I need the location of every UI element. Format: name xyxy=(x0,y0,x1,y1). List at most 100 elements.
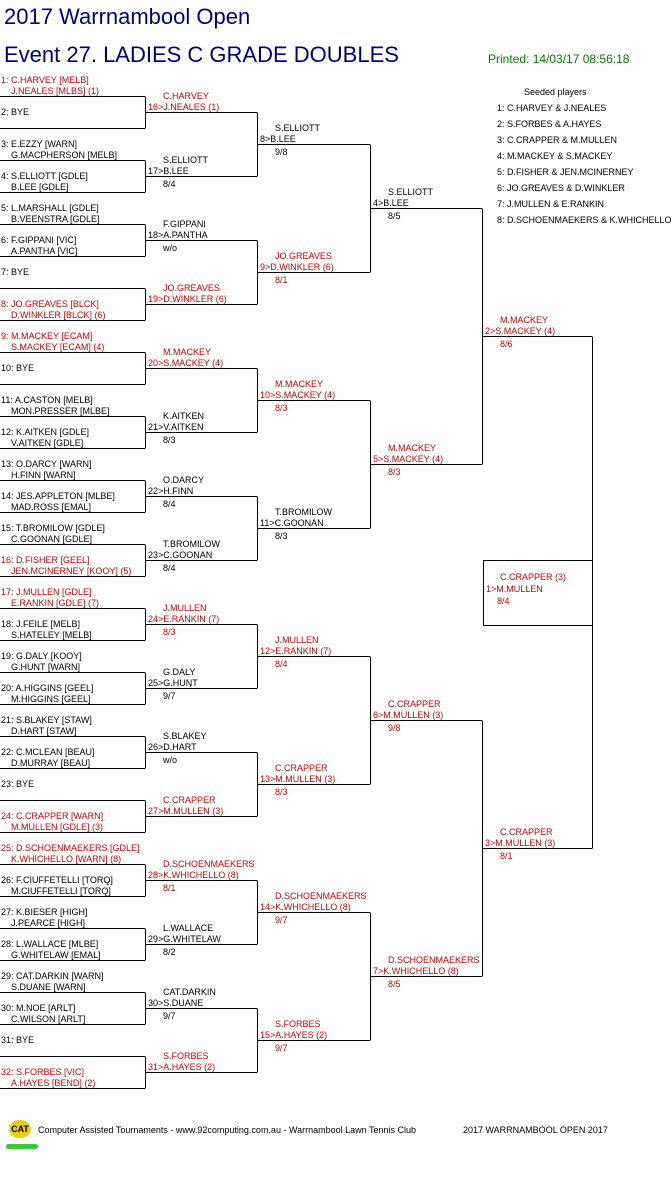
seed-entry: 1: C.HARVEY & J.NEALES xyxy=(497,103,607,113)
round5-winner-line2: 2>S.MACKEY (4) xyxy=(485,325,556,336)
round3-winner-line1: JO.GREAVES xyxy=(275,250,332,261)
round3-winner-line2: 11>C.GOONAN xyxy=(260,517,324,528)
round2-winner-line2: 23>C.GOONAN xyxy=(148,549,213,560)
draw-entry-line2: JEN.MCINERNEY [KOOY] (5) xyxy=(11,565,132,576)
seed-entry: 7: J.MULLEN & E.RANKIN xyxy=(497,199,605,209)
draw-entry-line2: MON.PRESSER [MLBE] xyxy=(11,405,110,416)
draw-entry-line1: 23: BYE xyxy=(1,778,35,789)
round2-winner-line2: 30>S.DUANE xyxy=(148,997,204,1008)
round2-winner-line1: S.FORBES xyxy=(163,1050,209,1061)
round5-score: 8/1 xyxy=(500,850,513,861)
round3-winner-line1: S.FORBES xyxy=(275,1018,321,1029)
draw-entry-line2: C.WILSON [ARLT] xyxy=(11,1013,86,1024)
round4-score: 8/5 xyxy=(388,210,401,221)
round3-winner-line2: 9>D.WINKLER (6) xyxy=(260,261,334,272)
round3-winner-line1: M.MACKEY xyxy=(275,378,324,389)
draw-entry-line1: 32: S.FORBES [VIC] xyxy=(1,1066,85,1077)
round2-winner-line1: K.AITKEN xyxy=(163,410,205,421)
round2-winner-line2: 19>D.WINKLER (6) xyxy=(148,293,227,304)
printed-timestamp: Printed: 14/03/17 08:56:18 xyxy=(488,52,630,66)
round4-winner-line2: 6>M.MULLEN (3) xyxy=(373,709,444,720)
round5-score: 8/6 xyxy=(500,338,513,349)
draw-entry-line2: J.NEALES [MLBS] (1) xyxy=(11,85,100,96)
draw-entry-line2: D.MURRAY [BEAU] xyxy=(11,757,91,768)
draw-entry-line2: MAD.ROSS [EMAL] xyxy=(11,501,92,512)
round2-winner-line1: S.ELLIOTT xyxy=(163,154,209,165)
round2-score: 8/4 xyxy=(163,178,176,189)
round2-score: 9/7 xyxy=(163,690,176,701)
round3-winner-line1: J.MULLEN xyxy=(275,634,319,645)
round2-winner-line2: 22>H.FINN xyxy=(148,485,194,496)
draw-entry-line2: D.HART [STAW] xyxy=(11,725,77,736)
draw-entry-line1: 2: BYE xyxy=(1,106,30,117)
draw-entry-line2: S.DUANE [WARN] xyxy=(11,981,86,992)
page-title: 2017 Warrnambool Open xyxy=(4,4,251,29)
round2-winner-line2: 31>A.HAYES (2) xyxy=(148,1061,216,1072)
round3-score: 8/3 xyxy=(275,786,288,797)
round4-winner-line1: C.CRAPPER xyxy=(388,698,441,709)
round4-winner-line2: 7>K.WHICHELLO (8) xyxy=(373,965,459,976)
draw-entry-line1: 10: BYE xyxy=(1,362,35,373)
round3-winner-line1: C.CRAPPER xyxy=(275,762,328,773)
round2-score: 8/2 xyxy=(163,946,176,957)
seed-entry: 4: M.MACKEY & S.MACKEY xyxy=(497,151,613,161)
round2-score: 8/4 xyxy=(163,562,176,573)
draw-entry-line1: 25: D.SCHOENMAEKERS [GDLE] xyxy=(1,842,140,853)
round2-winner-line2: 21>V.AITKEN xyxy=(148,421,204,432)
draw-entry-line2: V.AITKEN [GDLE] xyxy=(11,437,84,448)
round2-winner-line2: 25>G.HUNT xyxy=(148,677,198,688)
champion-line2: 1>M.MULLEN xyxy=(486,584,543,594)
round5-winner-line1: M.MACKEY xyxy=(500,314,549,325)
round3-score: 9/7 xyxy=(275,914,288,925)
draw-entry-line1: 29: CAT.DARKIN [WARN] xyxy=(1,970,104,981)
seed-entry: 8: D.SCHOENMAEKERS & K.WHICHELLO xyxy=(497,215,672,225)
round3-score: 8/3 xyxy=(275,402,288,413)
draw-entry-line2: M.MULLEN [GDLE] (3) xyxy=(11,821,104,832)
draw-entry-line1: 15: T.BROMILOW [GDLE] xyxy=(1,522,105,533)
round2-winner-line2: 18>A.PANTHA xyxy=(148,229,208,240)
round3-score: 8/1 xyxy=(275,274,288,285)
round3-score: 9/7 xyxy=(275,1042,288,1053)
seed-entry: 3: C.CRAPPER & M.MULLEN xyxy=(497,135,618,145)
round3-score: 9/8 xyxy=(275,146,288,157)
round2-winner-line2: 27>M.MULLEN (3) xyxy=(148,805,224,816)
round2-winner-line1: L.WALLACE xyxy=(163,922,214,933)
round3-winner-line2: 15>A.HAYES (2) xyxy=(260,1029,328,1040)
round4-winner-line1: D.SCHOENMAEKERS xyxy=(388,954,480,965)
event-title: Event 27. LADIES C GRADE DOUBLES xyxy=(4,42,399,67)
round2-winner-line2: 17>B.LEE xyxy=(148,165,189,176)
round2-winner-line2: 29>G.WHITELAW xyxy=(148,933,221,944)
round3-winner-line2: 14>K.WHICHELLO (8) xyxy=(260,901,351,912)
draw-entry-line1: 8: JO.GREAVES [BLCK] xyxy=(1,298,99,309)
round2-winner-line2: 16>J.NEALES (1) xyxy=(148,101,220,112)
round2-winner-line1: JO.GREAVES xyxy=(163,282,220,293)
round3-winner-line2: 12>E.RANKIN (7) xyxy=(260,645,332,656)
round2-score: 9/7 xyxy=(163,1010,176,1021)
draw-entry-line1: 4: S.ELLIOTT [GDLE] xyxy=(1,170,88,181)
draw-entry-line1: 18: J.FEILE [MELB] xyxy=(1,618,81,629)
round4-score: 9/8 xyxy=(388,722,401,733)
round4-winner-line2: 4>B.LEE xyxy=(373,197,409,208)
round2-winner-line1: J.MULLEN xyxy=(163,602,207,613)
draw-entry-line1: 26: F.CIUFFETELLI [TORQ] xyxy=(1,874,113,885)
draw-entry-line1: 21: S.BLAKEY [STAW] xyxy=(1,714,92,725)
seed-entry: 6: JO.GREAVES & D.WINKLER xyxy=(497,183,625,193)
round5-winner-line2: 3>M.MULLEN (3) xyxy=(485,837,556,848)
draw-entry-line2: A.PANTHA [VIC] xyxy=(11,245,78,256)
draw-entry-line1: 30: M.NOE [ARLT] xyxy=(1,1002,76,1013)
draw-entry-line2: A.HAYES [BEND] (2) xyxy=(11,1077,96,1088)
draw-entry-line2: E.RANKIN [GDLE] (7) xyxy=(11,597,100,608)
draw-entry-line1: 3: E.EZZY [WARN] xyxy=(1,138,78,149)
round2-score: w/o xyxy=(163,754,178,765)
draw-entry-line1: 31: BYE xyxy=(1,1034,35,1045)
round2-winner-line2: 28>K.WHICHELLO (8) xyxy=(148,869,239,880)
cat-logo: CAT xyxy=(9,1120,31,1138)
round3-winner-line2: 13>M.MULLEN (3) xyxy=(260,773,336,784)
draw-entry-line1: 1: C.HARVEY [MELB] xyxy=(1,74,89,85)
round2-score: 8/4 xyxy=(163,498,176,509)
draw-entry-line2: S.MACKEY [ECAM] (4) xyxy=(11,341,105,352)
round2-winner-line1: D.SCHOENMAEKERS xyxy=(163,858,255,869)
draw-entry-line2: C.GOONAN [GDLE] xyxy=(11,533,93,544)
draw-entry-line2: D.WINKLER [BLCK] (6) xyxy=(11,309,106,320)
